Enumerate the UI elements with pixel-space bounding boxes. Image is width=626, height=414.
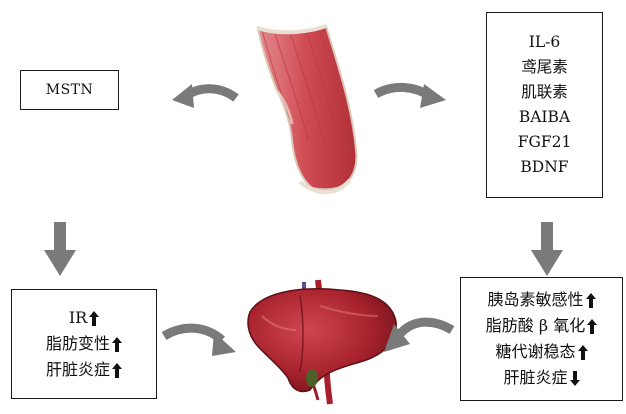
effect-row: 脂肪酸 β 氧化 — [486, 313, 597, 339]
myokines-box: IL-6 鸢尾素 肌联素 BAIBA FGF21 BDNF — [486, 12, 603, 198]
effect-text: 肝脏炎症 — [46, 357, 110, 383]
myokine-item: BAIBA — [519, 105, 570, 130]
myokine-item: IL-6 — [529, 30, 561, 55]
myokine-item: 鸢尾素 — [521, 55, 568, 80]
up-arrow-icon — [578, 345, 588, 360]
effect-text: 脂肪酸 β 氧化 — [486, 313, 585, 339]
arrow-left-effects-to-liver — [164, 328, 236, 356]
up-arrow-icon — [112, 337, 122, 352]
effect-row: 肝脏炎症 — [46, 357, 122, 383]
right-effects-box: 胰岛素敏感性 脂肪酸 β 氧化 糖代谢稳态 肝脏炎症 — [460, 277, 623, 401]
mstn-label: MSTN — [46, 82, 94, 98]
effect-text: 肝脏炎症 — [503, 365, 567, 391]
effect-text: 脂肪变性 — [46, 331, 110, 357]
left-effects-box: IR 脂肪变性 肝脏炎症 — [11, 289, 157, 399]
effect-text: 糖代谢稳态 — [495, 339, 575, 365]
myokine-item: BDNF — [520, 155, 568, 180]
effect-row: 胰岛素敏感性 — [487, 287, 595, 313]
effect-row: 脂肪变性 — [46, 331, 122, 357]
up-arrow-icon — [89, 311, 99, 326]
arrow-right-effects-to-liver — [384, 322, 452, 352]
effect-row: IR — [69, 305, 99, 331]
down-arrow-icon — [570, 371, 580, 386]
arrow-muscle-to-mstn — [172, 84, 236, 108]
effect-text: 胰岛素敏感性 — [487, 287, 583, 313]
effect-row: 糖代谢稳态 — [495, 339, 587, 365]
arrow-mstn-down — [44, 222, 76, 276]
effect-row: 肝脏炎症 — [503, 365, 579, 391]
mstn-box: MSTN — [20, 70, 119, 110]
up-arrow-icon — [586, 293, 596, 308]
arrow-muscle-to-myokines — [376, 84, 446, 108]
myokine-item: 肌联素 — [521, 80, 568, 105]
arrow-myokines-down — [531, 222, 563, 276]
up-arrow-icon — [112, 363, 122, 378]
up-arrow-icon — [587, 319, 597, 334]
effect-text: IR — [69, 305, 87, 331]
myokine-item: FGF21 — [518, 130, 572, 155]
